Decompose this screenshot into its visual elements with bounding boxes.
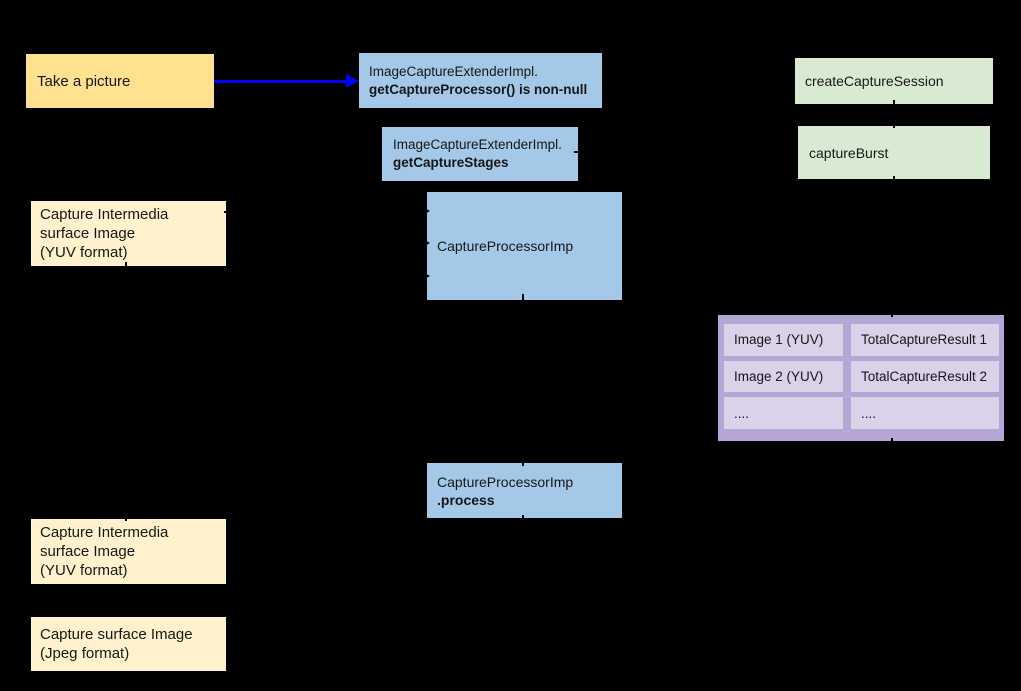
node-label: captureBurst (809, 144, 889, 161)
connector-stub (791, 151, 798, 153)
node-capture-processor-imp: CaptureProcessorImp (427, 192, 622, 300)
node-get-capture-processor: ImageCaptureExtenderImpl. getCaptureProc… (359, 53, 602, 108)
table-cell: .... (851, 397, 999, 429)
connector-stub (224, 211, 231, 213)
connector-arrowhead-icon (421, 271, 430, 281)
node-label: CaptureProcessorImp (437, 238, 574, 254)
node-capture-intermedia-surface-bottom: Capture Intermedia surface Image (YUV fo… (31, 519, 226, 584)
node-line: (YUV format) (40, 244, 128, 261)
connector-arrowhead-icon (421, 206, 430, 216)
connector-stub (893, 176, 895, 181)
node-line: (Jpeg format) (40, 645, 130, 662)
table-cell: TotalCaptureResult 1 (851, 324, 999, 356)
node-line: Capture surface Image (40, 626, 193, 643)
cell-text: .... (734, 405, 750, 421)
node-line: CaptureProcessorImp (437, 473, 574, 490)
connector-stub (893, 123, 895, 128)
node-capture-intermedia-surface-top: Capture Intermedia surface Image (YUV fo… (31, 201, 226, 266)
connector-stub (891, 438, 893, 444)
connector-stub (522, 515, 524, 521)
node-line: surface Image (40, 543, 136, 560)
node-line: surface Image (40, 225, 136, 242)
cell-text: TotalCaptureResult 2 (861, 368, 988, 384)
connector-stub (125, 515, 127, 521)
node-capture-burst: captureBurst (798, 126, 990, 179)
node-line: getCaptureStages (393, 155, 509, 170)
node-capture-surface-jpeg: Capture surface Image (Jpeg format) (31, 617, 226, 671)
node-line: .process (437, 491, 495, 508)
table-cell: Image 2 (YUV) (724, 360, 843, 393)
node-line: Capture Intermedia (40, 206, 169, 223)
connector-arrowhead-icon (421, 238, 430, 248)
node-line: getCaptureProcessor() is non-null (369, 81, 588, 97)
cell-text: TotalCaptureResult 1 (861, 332, 988, 348)
node-take-a-picture: Take a picture (26, 54, 214, 108)
arrow-take-picture-head-icon (346, 74, 359, 88)
table-cell: Image 1 (YUV) (724, 324, 843, 356)
node-line: Capture Intermedia (40, 524, 169, 541)
node-line: ImageCaptureExtenderImpl. (369, 63, 538, 79)
node-label: createCaptureSession (805, 73, 944, 89)
table-cell: TotalCaptureResult 2 (851, 360, 999, 393)
node-get-capture-stages: ImageCaptureExtenderImpl. getCaptureStag… (382, 127, 578, 181)
node-line: ImageCaptureExtenderImpl. (393, 137, 562, 152)
cell-text: .... (861, 405, 877, 421)
connector-stub (522, 460, 524, 466)
node-label: Take a picture (37, 72, 131, 90)
cell-text: Image 1 (YUV) (734, 332, 824, 348)
arrow-take-picture-line (214, 80, 348, 83)
table-cell: .... (724, 397, 843, 429)
connector-stub (522, 294, 524, 301)
node-capture-processor-process: CaptureProcessorImp .process (427, 463, 622, 518)
capture-results-table: Image 1 (YUV) TotalCaptureResult 1 Image… (718, 315, 1004, 441)
connector-stub (893, 100, 895, 106)
connector-stub (125, 262, 127, 268)
connector-stub (505, 108, 507, 114)
node-line: (YUV format) (40, 562, 128, 579)
connector-stub (574, 151, 581, 153)
connector-stub (891, 311, 893, 317)
node-create-capture-session: createCaptureSession (795, 58, 993, 104)
cell-text: Image 2 (YUV) (734, 368, 824, 384)
